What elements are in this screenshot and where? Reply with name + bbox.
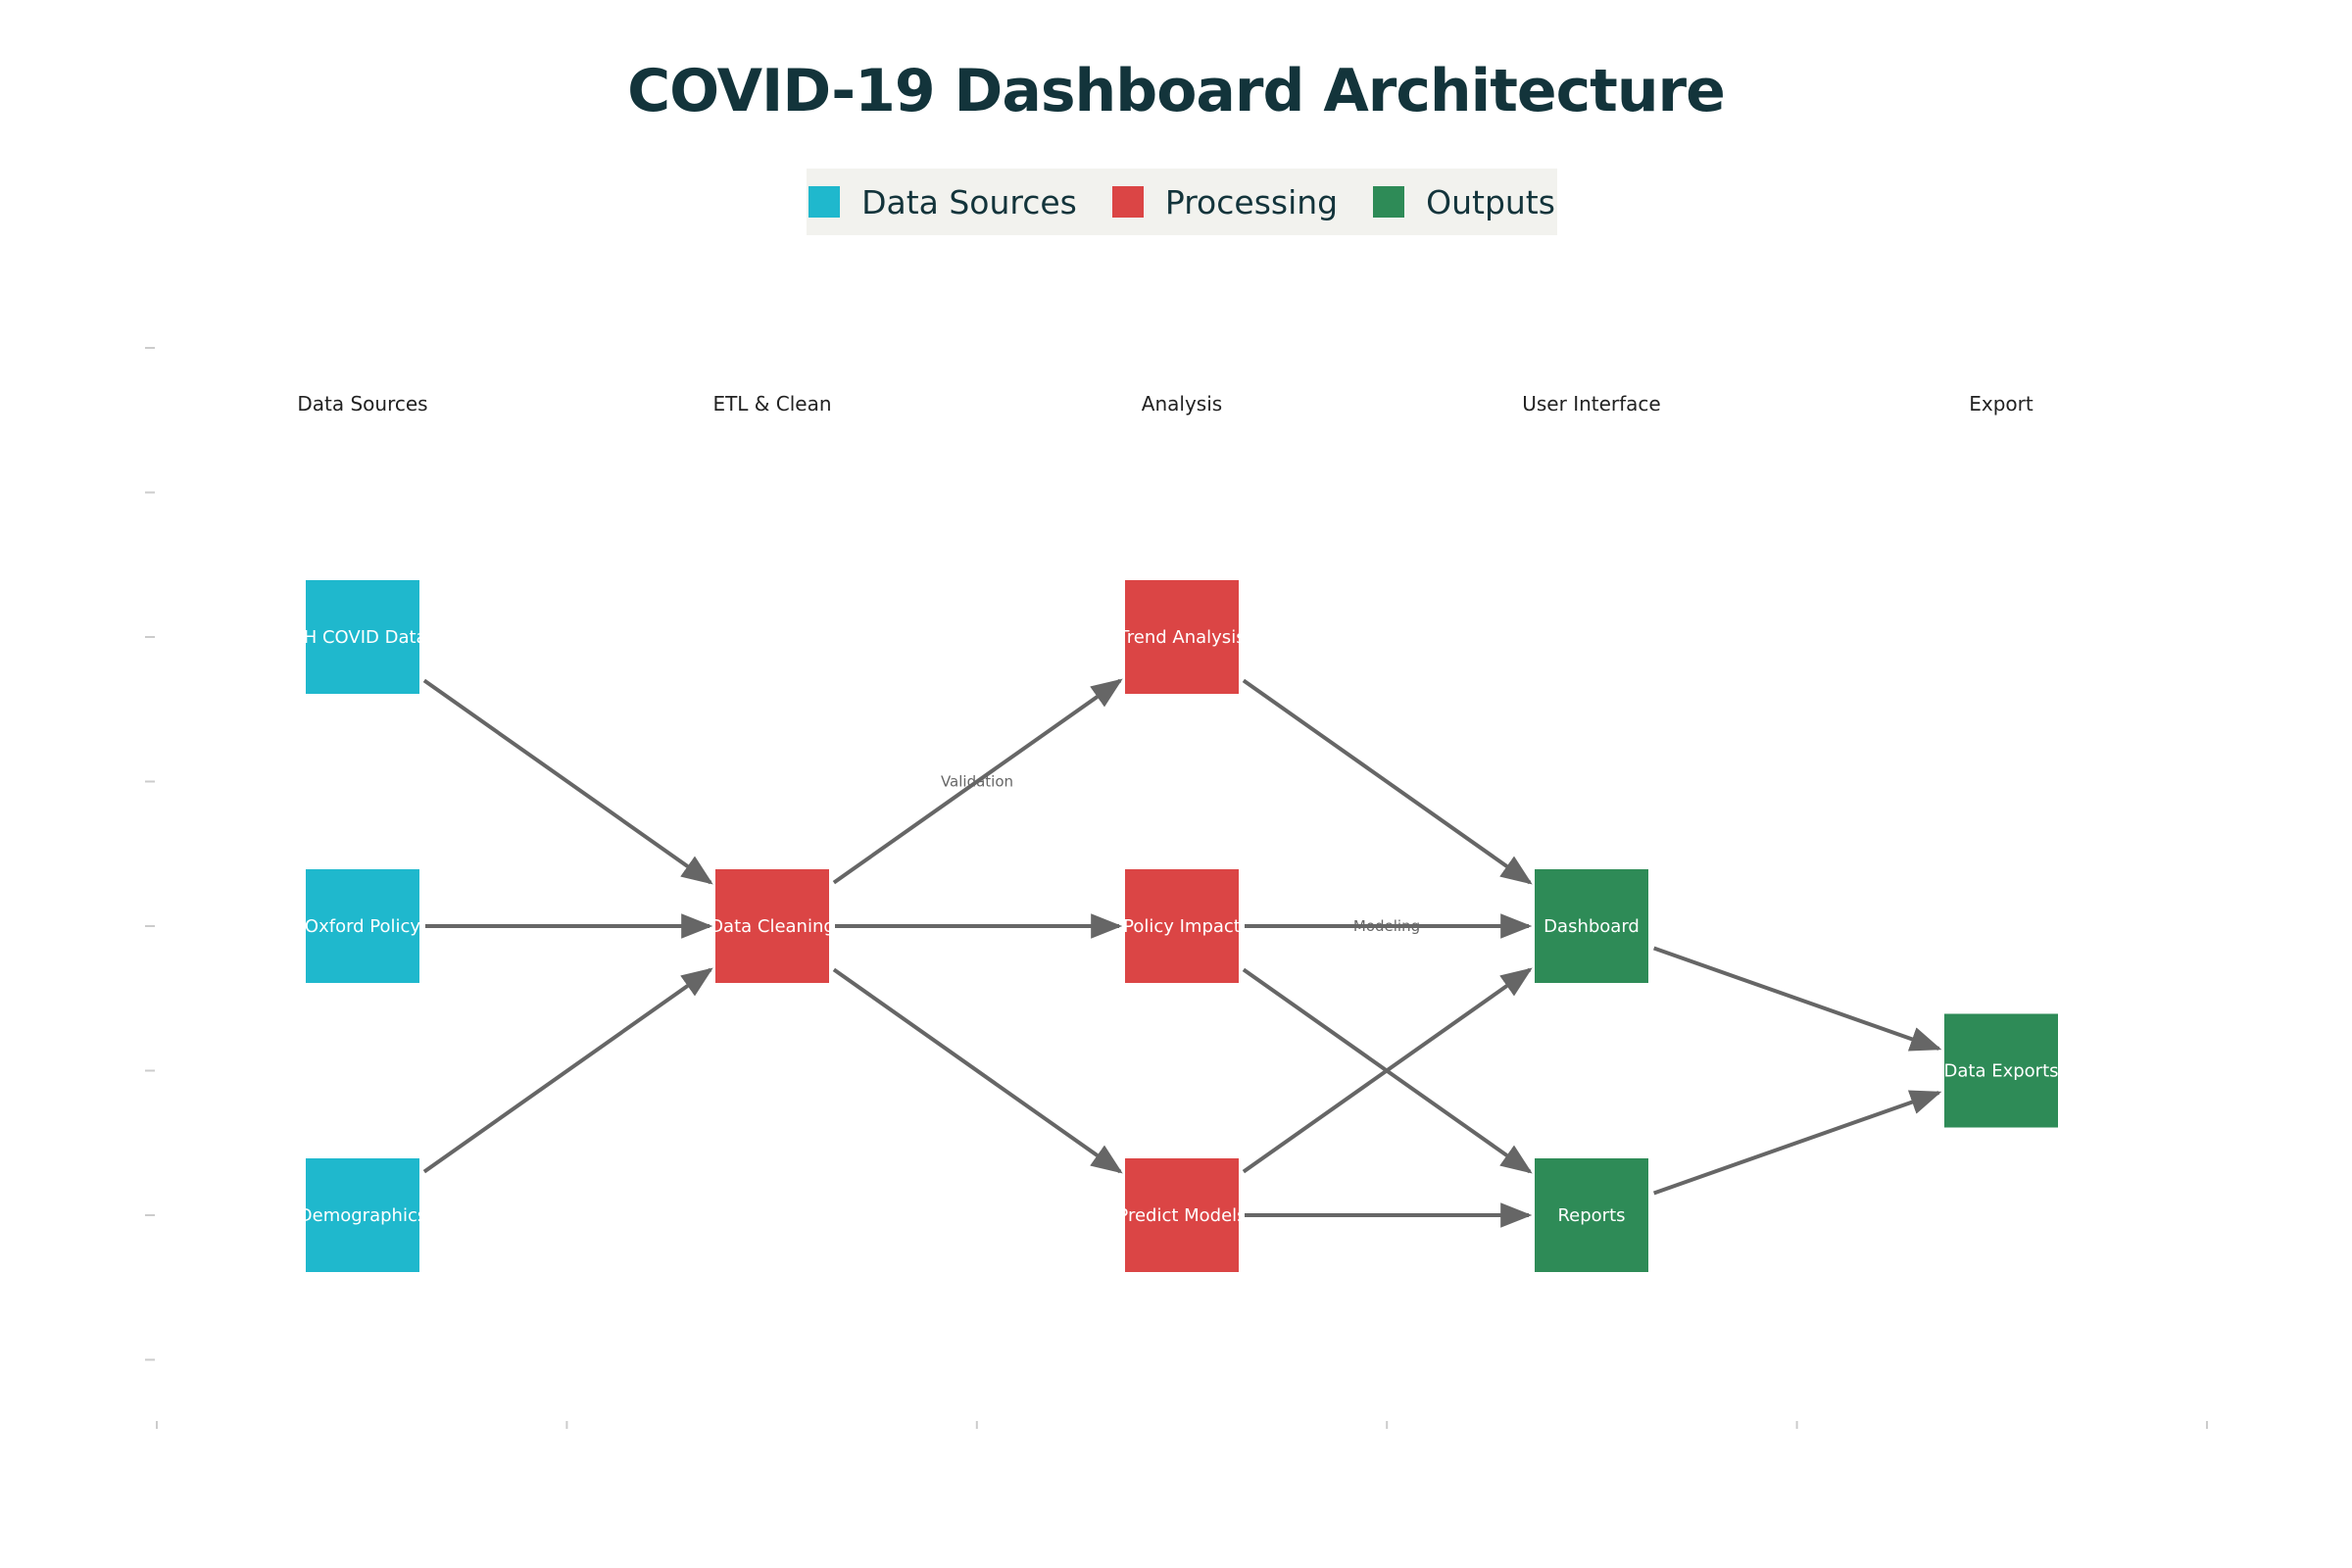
legend-swatch [1373, 186, 1405, 218]
node-dashboard[interactable]: Dashboard [1535, 869, 1648, 983]
edge-label: Validation [941, 773, 1013, 791]
node-box [1125, 580, 1239, 694]
node-box [715, 869, 829, 983]
node-clean[interactable]: Data Cleaning [710, 869, 835, 983]
node-box [1535, 869, 1648, 983]
column-label: User Interface [1522, 392, 1661, 416]
edge-jh-clean [422, 678, 713, 885]
node-label: Predict Models [1117, 1205, 1246, 1226]
edge-clean-predict [832, 967, 1123, 1174]
column-label: ETL & Clean [712, 392, 832, 416]
edge-predict-dashboard [1242, 967, 1533, 1174]
node-label: Policy Impact [1123, 916, 1241, 937]
edge-label: Modeling [1353, 917, 1420, 935]
node-box [306, 1158, 419, 1272]
legend: Data Sources Processing Outputs [807, 169, 1557, 235]
legend-item-outputs[interactable]: Outputs [1373, 183, 1555, 221]
edge-demo-clean [422, 967, 713, 1174]
column-label: Export [1969, 392, 2034, 416]
node-demo[interactable]: Demographics [299, 1158, 426, 1272]
legend-label: Data Sources [861, 182, 1077, 221]
legend-swatch [1111, 186, 1144, 218]
node-jh[interactable]: JH COVID Data [297, 580, 426, 694]
edge-reports-exports [1652, 1090, 1942, 1196]
node-label: Trend Analysis [1117, 627, 1245, 648]
node-box [1125, 1158, 1239, 1272]
legend-label: Processing [1164, 182, 1339, 221]
node-label: Demographics [299, 1205, 426, 1226]
legend-swatch [808, 186, 841, 218]
legend-item-data-sources[interactable]: Data Sources [808, 183, 1077, 221]
node-box [1944, 1013, 2058, 1128]
edge-dashboard-exports [1652, 946, 1942, 1052]
node-trend[interactable]: Trend Analysis [1117, 580, 1245, 694]
legend-label: Outputs [1426, 182, 1555, 221]
node-label: JH COVID Data [297, 627, 426, 648]
node-predict[interactable]: Predict Models [1117, 1158, 1246, 1272]
page-title: COVID-19 Dashboard Architecture [627, 57, 1726, 125]
node-exports[interactable]: Data Exports [1944, 1013, 2059, 1128]
node-label: Oxford Policy [305, 916, 421, 937]
node-label: Dashboard [1544, 916, 1640, 937]
node-box [1535, 1158, 1648, 1272]
axis-ticks [145, 347, 2208, 1429]
node-reports[interactable]: Reports [1535, 1158, 1648, 1272]
node-box [1125, 869, 1239, 983]
node-label: Data Exports [1944, 1061, 2059, 1082]
edge-clean-trend [832, 678, 1123, 885]
node-box [306, 869, 419, 983]
node-policy[interactable]: Policy Impact [1123, 869, 1241, 983]
node-label: Data Cleaning [710, 916, 835, 937]
node-box [306, 580, 419, 694]
node-oxford[interactable]: Oxford Policy [305, 869, 421, 983]
edge-trend-dashboard [1242, 678, 1533, 885]
node-label: Reports [1557, 1205, 1625, 1226]
column-label: Analysis [1141, 392, 1223, 416]
legend-item-processing[interactable]: Processing [1111, 182, 1339, 221]
column-label: Data Sources [297, 392, 428, 416]
